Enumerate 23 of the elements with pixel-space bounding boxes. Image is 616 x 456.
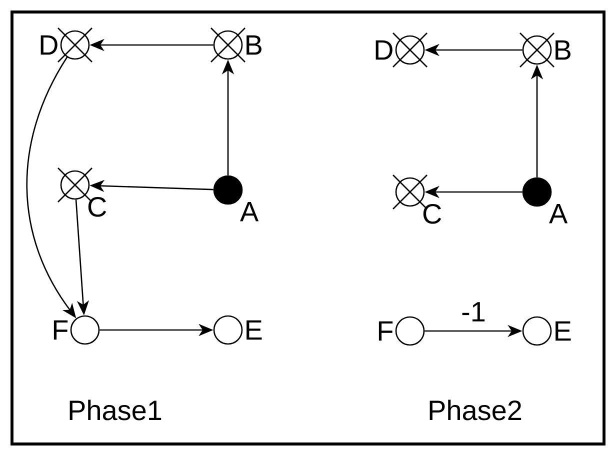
open-circle bbox=[70, 315, 100, 345]
phase-label: Phase1 bbox=[70, 400, 162, 420]
node-letter: B bbox=[246, 35, 262, 55]
node-letter: D bbox=[40, 35, 58, 55]
node-letter: A bbox=[549, 204, 568, 224]
node-letter: B bbox=[556, 40, 570, 60]
open-circle bbox=[395, 316, 425, 346]
node-letter: A bbox=[240, 202, 259, 222]
edge-label: -1 bbox=[460, 300, 488, 323]
crossed-circle bbox=[519, 32, 555, 68]
node-letter: E bbox=[556, 321, 571, 341]
node-letter: F bbox=[378, 321, 393, 341]
node-letter: C bbox=[423, 204, 442, 224]
open-circle bbox=[522, 316, 552, 346]
open-circle bbox=[213, 315, 243, 345]
node-letter: C bbox=[88, 196, 106, 217]
crossed-circle bbox=[57, 27, 93, 63]
crossed-circle bbox=[210, 27, 246, 63]
crossed-circle bbox=[392, 32, 428, 68]
node-letter: F bbox=[54, 320, 68, 340]
phase-label: Phase2 bbox=[430, 400, 522, 420]
node-letter: E bbox=[246, 320, 262, 340]
node-letter: D bbox=[376, 40, 392, 60]
